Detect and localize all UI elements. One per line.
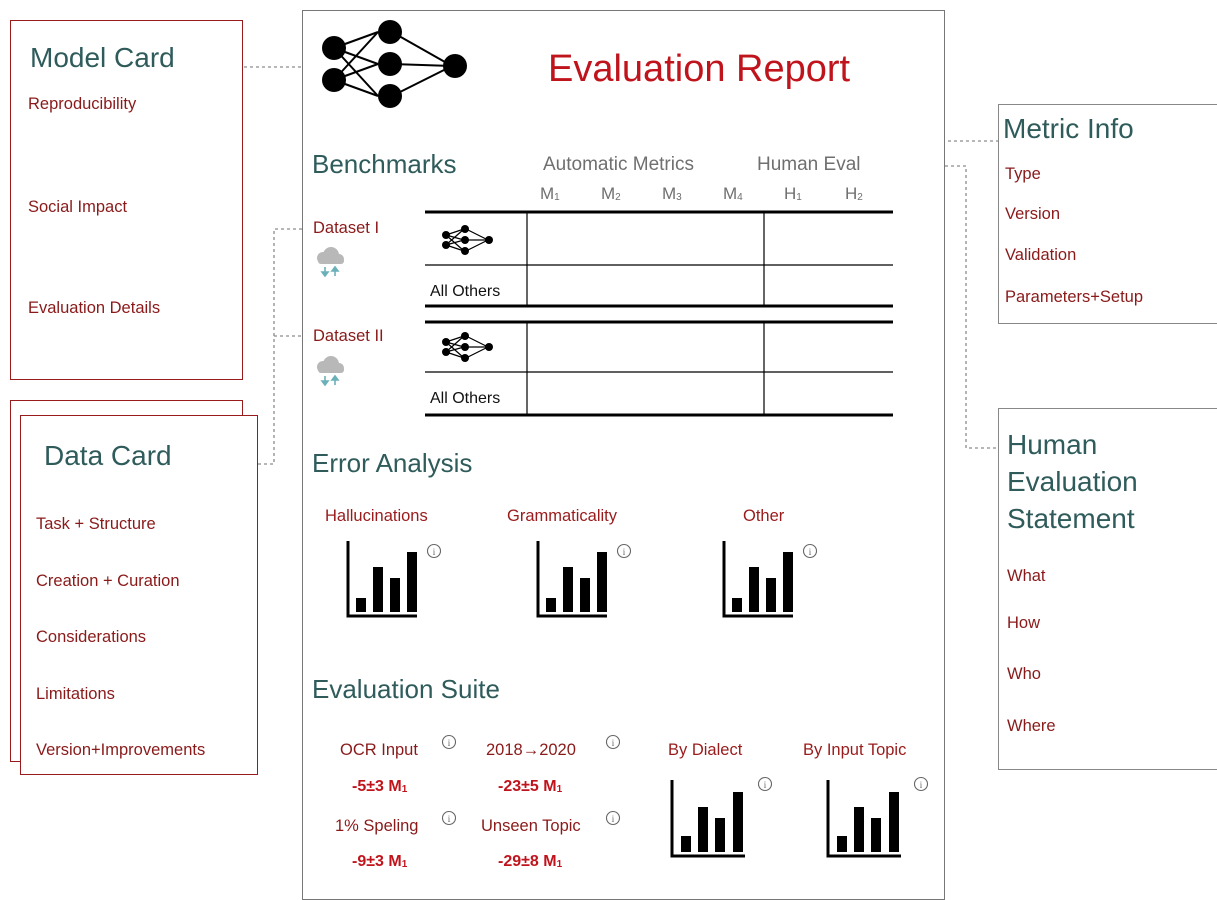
human-eval-item-how: How: [1007, 614, 1041, 632]
svg-text:i: i: [612, 738, 615, 748]
data-card-item-task-structure: Task + Structure: [36, 515, 156, 533]
svg-text:i: i: [764, 780, 767, 790]
speling-label: 1% Speling: [335, 817, 419, 835]
human-eval-statement-card: [998, 408, 1217, 770]
hallucinations-label: Hallucinations: [325, 507, 428, 525]
unseen-topic-label: Unseen Topic: [481, 817, 581, 835]
by-input-topic-label: By Input Topic: [803, 741, 907, 759]
bar-chart-icon: i: [722, 541, 818, 618]
column-header-m4: M4: [723, 184, 743, 203]
report-title: Evaluation Report: [548, 48, 851, 90]
neural-network-icon: [322, 20, 467, 108]
data-card-item-limitations: Limitations: [36, 685, 115, 703]
other-label: Other: [743, 507, 785, 525]
automatic-metrics-label: Automatic Metrics: [543, 154, 694, 175]
model-card-item-social-impact: Social Impact: [28, 198, 128, 216]
benchmarks-heading: Benchmarks: [312, 149, 457, 179]
human-eval-item-what: What: [1007, 567, 1046, 585]
ocr-input-label: OCR Input: [340, 741, 418, 759]
ocr-input-value: -5±3 M1: [352, 778, 408, 795]
speling-value: -9±3 M1: [352, 853, 408, 870]
bar-chart-icon: i: [670, 776, 773, 858]
metric-info-item-version: Version: [1005, 205, 1061, 223]
dataset-1-label: Dataset I: [313, 219, 380, 237]
model-card-item-evaluation-details: Evaluation Details: [28, 299, 161, 317]
column-header-h1: H1: [784, 184, 802, 203]
benchmark-table: [425, 210, 893, 417]
year-shift-label: 2018→2020: [486, 741, 576, 759]
metric-info-item-validation: Validation: [1005, 246, 1077, 264]
human-eval-item-where: Where: [1007, 717, 1056, 735]
info-icon[interactable]: i: [440, 733, 458, 751]
data-card-item-version-improvements: Version+Improvements: [36, 741, 206, 759]
unseen-topic-value: -29±8 M1: [498, 853, 563, 870]
error-analysis-heading: Error Analysis: [312, 448, 473, 478]
data-card-item-considerations: Considerations: [36, 628, 147, 646]
metric-info-title: Metric Info: [1003, 113, 1134, 144]
cloud-sync-icon: [317, 247, 344, 278]
human-eval-item-who: Who: [1007, 665, 1041, 683]
svg-text:i: i: [448, 814, 451, 824]
cloud-sync-icon: [317, 356, 344, 387]
column-header-m1: M1: [540, 184, 560, 203]
svg-text:i: i: [433, 547, 436, 557]
by-dialect-label: By Dialect: [668, 741, 743, 759]
svg-text:i: i: [612, 814, 615, 824]
neural-network-icon: [442, 332, 493, 362]
data-card: [20, 415, 258, 775]
grammaticality-label: Grammaticality: [507, 507, 618, 525]
bar-chart-icon: i: [346, 541, 442, 618]
metric-info-item-type: Type: [1005, 165, 1041, 183]
human-eval-title-line-1: Human: [1007, 429, 1098, 460]
svg-text:i: i: [623, 547, 626, 557]
human-eval-title-line-3: Statement: [1007, 503, 1135, 534]
year-shift-value: -23±5 M1: [498, 778, 563, 795]
human-eval-connector: [885, 165, 998, 449]
bar-chart-icon: i: [826, 776, 929, 858]
human-eval-label: Human Eval: [757, 154, 861, 175]
column-header-h2: H2: [845, 184, 863, 203]
metric-info-item-parameters-setup: Parameters+Setup: [1005, 288, 1144, 306]
neural-network-icon: [442, 225, 493, 255]
info-icon[interactable]: i: [604, 733, 622, 751]
column-header-m3: M3: [662, 184, 682, 203]
bar-chart-icon: i: [536, 541, 632, 618]
column-header-m2: M2: [601, 184, 621, 203]
data-card-title: Data Card: [44, 440, 172, 471]
evaluation-suite-heading: Evaluation Suite: [312, 674, 500, 704]
model-card-item-reproducibility: Reproducibility: [28, 95, 137, 113]
model-card: [10, 20, 243, 380]
info-icon[interactable]: i: [604, 809, 622, 827]
svg-text:i: i: [448, 738, 451, 748]
model-card-title: Model Card: [30, 42, 175, 73]
dataset-2-label: Dataset II: [313, 327, 384, 345]
data-card-item-creation-curation: Creation + Curation: [36, 572, 180, 590]
report-panel: [302, 10, 945, 900]
human-eval-title-line-2: Evaluation: [1007, 466, 1138, 497]
all-others-row-1: All Others: [430, 283, 501, 300]
svg-text:i: i: [809, 547, 812, 557]
metric-info-card: [998, 104, 1217, 324]
data-card-connector-dataset-1: [258, 228, 312, 465]
svg-text:i: i: [920, 780, 923, 790]
all-others-row-2: All Others: [430, 390, 501, 407]
info-icon[interactable]: i: [440, 809, 458, 827]
